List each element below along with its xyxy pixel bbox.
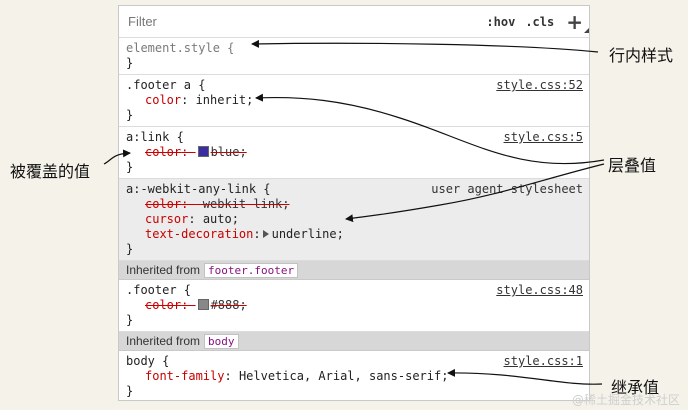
inherited-label: Inherited from <box>126 263 201 277</box>
annotation-cascade: 层叠值 <box>608 156 657 175</box>
declaration-overridden[interactable]: color: blue; <box>145 145 247 159</box>
inherited-header-footer: Inherited from footer.footer <box>119 261 589 280</box>
rule-source-link[interactable]: style.css:48 <box>496 283 583 297</box>
property-value: -webkit-link; <box>195 197 290 211</box>
styles-panel: :hov .cls + element.style { } .footer a … <box>118 5 590 401</box>
hov-button[interactable]: :hov <box>486 14 516 29</box>
color-swatch-icon[interactable] <box>197 146 209 157</box>
rule-selector[interactable]: .footer { <box>126 283 192 297</box>
watermark: @稀土掘金技术社区 <box>571 393 680 407</box>
filter-bar: :hov .cls + <box>119 6 589 38</box>
property-name: font-family <box>145 369 225 383</box>
declaration[interactable]: color: inherit; <box>145 93 254 107</box>
declaration-overridden[interactable]: color: #888; <box>145 298 247 312</box>
rule-selector[interactable]: a:link { <box>126 130 184 144</box>
color-swatch-icon[interactable] <box>197 299 209 310</box>
rule-source-link[interactable]: style.css:52 <box>496 78 583 92</box>
property-name: text-decoration <box>145 227 254 241</box>
rule-close: } <box>126 108 134 122</box>
rule-selector[interactable]: .footer a { <box>126 78 206 92</box>
inherited-node-link[interactable]: body <box>204 333 239 349</box>
rule-close: } <box>126 242 134 256</box>
rule-selector[interactable]: element.style { <box>126 41 235 55</box>
rule-footer: .footer { style.css:48 color: #888; } <box>119 280 589 332</box>
property-name: color <box>145 298 182 312</box>
rule-footer-a: .footer a {style.css:52 color: inherit; … <box>119 75 589 127</box>
rule-close: } <box>126 313 134 327</box>
inherited-node-link[interactable]: footer.footer <box>204 262 299 278</box>
rule-webkit-any-link: a:-webkit-any-link { user agent styleshee… <box>119 179 589 261</box>
property-name: color <box>145 145 182 159</box>
rule-source-link[interactable]: style.css:5 <box>503 130 583 144</box>
cls-button[interactable]: .cls <box>525 14 555 29</box>
property-name: color <box>145 93 182 107</box>
corner-triangle-icon <box>584 27 589 33</box>
property-value: auto; <box>202 212 239 226</box>
rule-close: } <box>126 384 134 398</box>
declaration: text-decoration:underline; <box>145 227 344 241</box>
expand-triangle-icon[interactable] <box>262 230 269 238</box>
plus-icon: + <box>566 9 583 34</box>
annotation-inherited: 继承值 <box>611 378 660 397</box>
property-name: cursor <box>145 212 189 226</box>
declaration-overridden: color: -webkit-link; <box>145 197 290 211</box>
annotation-inline-style: 行内样式 <box>609 46 674 65</box>
inherited-header-body: Inherited from body <box>119 332 589 351</box>
inherited-label: Inherited from <box>126 334 201 348</box>
rule-element-style: element.style { } <box>119 38 589 75</box>
declaration[interactable]: font-family: Helvetica, Arial, sans-seri… <box>145 369 449 383</box>
rule-source-label: user agent stylesheet <box>431 182 583 196</box>
annotation-overridden: 被覆盖的值 <box>10 162 91 181</box>
rule-selector[interactable]: body { <box>126 354 170 368</box>
rule-selector: a:-webkit-any-link { <box>126 182 271 196</box>
property-value: inherit; <box>195 93 254 107</box>
rule-body: body { style.css:1 font-family: Helvetica… <box>119 351 589 400</box>
rule-close: } <box>126 56 134 70</box>
rule-a-link: a:link { style.css:5 color: blue; } <box>119 127 589 179</box>
rule-source-link[interactable]: style.css:1 <box>503 354 583 368</box>
new-style-rule-button[interactable]: + <box>566 9 589 34</box>
property-value: Helvetica, Arial, sans-serif; <box>238 369 449 383</box>
filter-input[interactable] <box>126 13 477 30</box>
declaration: cursor: auto; <box>145 212 239 226</box>
property-value: #888; <box>210 298 247 312</box>
property-value: blue; <box>210 145 247 159</box>
property-name: color <box>145 197 182 211</box>
property-value: underline; <box>271 227 344 241</box>
rule-close: } <box>126 160 134 174</box>
